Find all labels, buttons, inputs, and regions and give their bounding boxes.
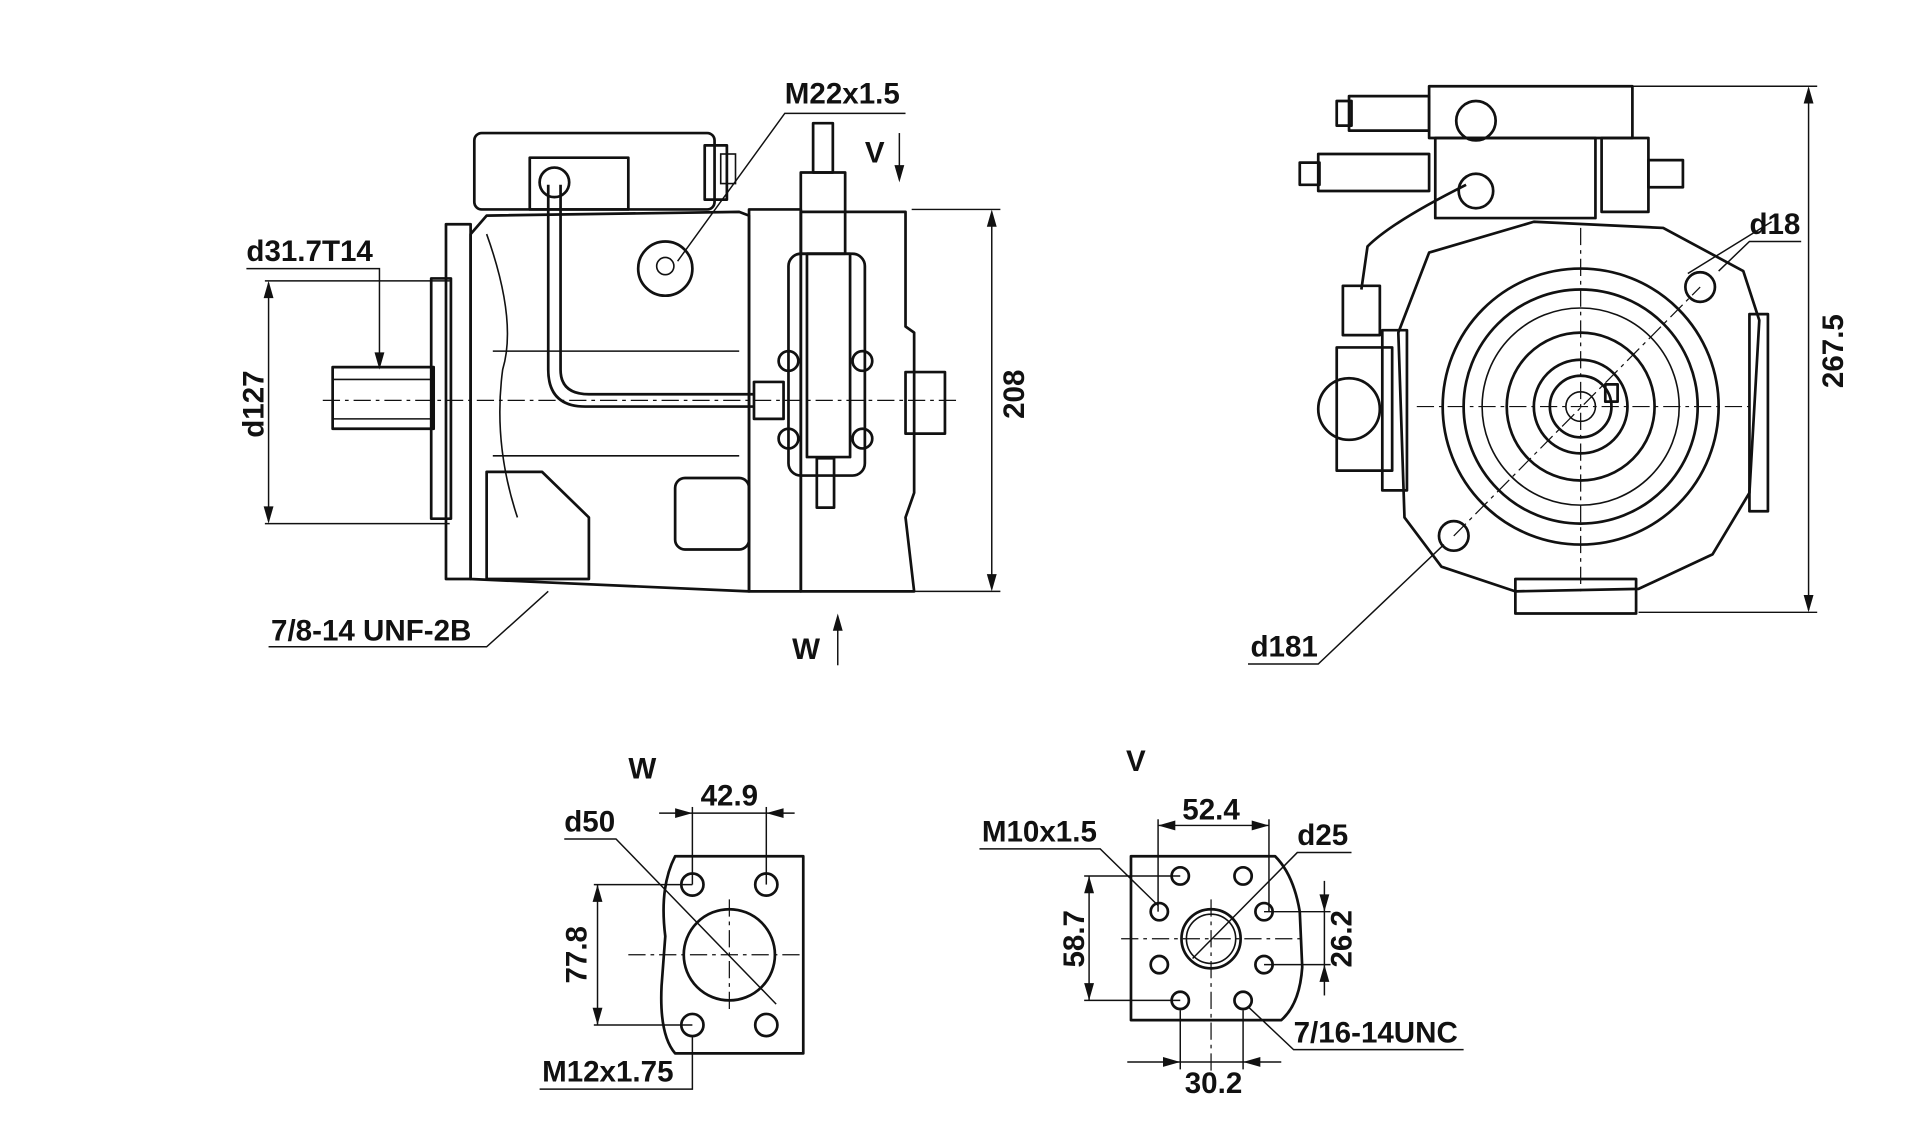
w-flange-plate (659, 854, 805, 1055)
side-view-dimensions: d127 d31.7T14 M22x1.5 V 208 7/8-14 UNF-2… (238, 77, 1031, 666)
bolt-hole-label: d18 (1749, 208, 1800, 241)
front-housing (1396, 220, 1761, 593)
m22-port (636, 240, 694, 298)
bolt-hole-bottom (1437, 519, 1470, 553)
rear-plug (904, 370, 947, 436)
v-hole-spacing-label: 52.4 (1182, 793, 1240, 826)
side-height-label: 208 (998, 370, 1031, 419)
front-height-label: 267.5 (1817, 314, 1850, 388)
drain-port-label: 7/8-14 UNF-2B (271, 615, 471, 648)
mounting-pilot (429, 277, 453, 521)
view-v-port-detail: V 52.4 M10x1.5 d25 58.7 26.2 7/16-14UNC (979, 745, 1464, 1100)
shaft-label: d31.7T14 (246, 235, 373, 268)
drive-shaft (331, 365, 436, 431)
view-w-title: W (628, 753, 656, 786)
side-view-pump (322, 121, 961, 593)
front-view-pump (1298, 84, 1770, 615)
view-v-title: V (1126, 745, 1146, 778)
lower-port-block (485, 470, 591, 581)
v-bottom-spacing-label: 30.2 (1185, 1067, 1243, 1100)
bolt-hole-top (1684, 270, 1717, 304)
view-w-port-detail: W 42.9 d50 77.8 M12x1.75 (539, 753, 805, 1090)
bolt-circle-label: d181 (1250, 631, 1317, 664)
v-vertical-outer-label: 58.7 (1058, 910, 1091, 968)
front-pilot-line (1360, 183, 1467, 290)
front-view-dimensions: d18 267.5 d181 (1248, 85, 1850, 665)
w-hole-spacing-label: 42.9 (701, 780, 759, 813)
control-valve (472, 131, 716, 211)
rear-cover (799, 210, 916, 593)
view-v-arrow-label: V (865, 137, 885, 170)
w-vertical-spacing-label: 77.8 (560, 926, 593, 984)
pump-housing (469, 210, 751, 593)
v-unc-thread-label: 7/16-14UNC (1294, 1016, 1458, 1049)
v-thread-label: M10x1.5 (982, 815, 1097, 848)
pilot-line (546, 184, 754, 408)
v-port-diameter-label: d25 (1297, 819, 1348, 852)
view-w-arrow-label: W (792, 633, 820, 666)
w-port-diameter-label: d50 (564, 806, 615, 839)
v-vertical-inner-label: 26.2 (1326, 910, 1359, 968)
w-thread-label: M12x1.75 (542, 1056, 673, 1089)
pilot-diameter-label: d127 (238, 370, 271, 437)
port-thread-label: M22x1.5 (785, 77, 900, 110)
